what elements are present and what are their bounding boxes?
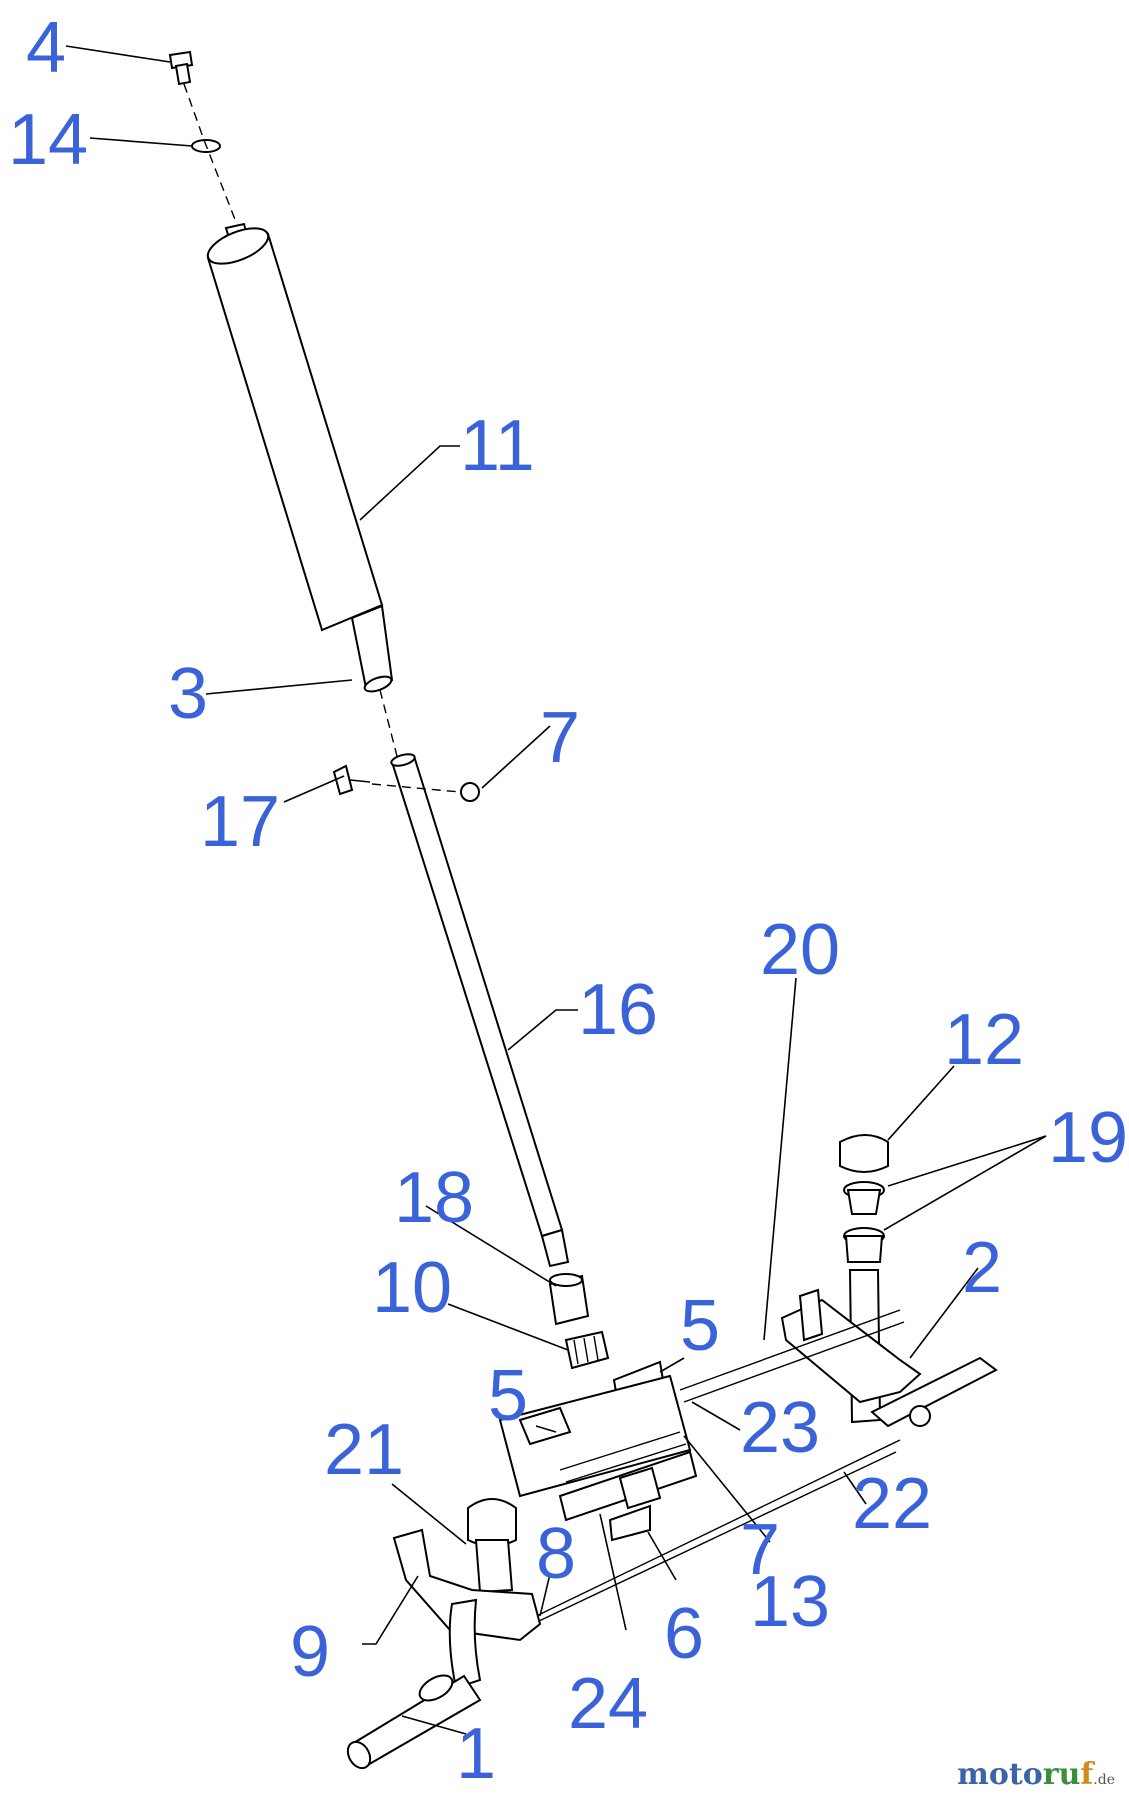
- gear-10-part: [564, 1330, 610, 1370]
- label-24: 24: [568, 1664, 648, 1744]
- left-spindle-part: [392, 1498, 542, 1690]
- label-9: 9: [290, 1612, 330, 1692]
- label-8: 8: [536, 1514, 576, 1594]
- label-6: 6: [664, 1594, 704, 1674]
- bolt-part: [168, 50, 194, 86]
- bolt-17-part: [332, 764, 371, 796]
- label-14: 14: [8, 100, 88, 180]
- label-23: 23: [740, 1388, 820, 1468]
- label-12: 12: [944, 1000, 1024, 1080]
- part-labels: 4 14 11 3 7 17 16 20 12 19 18 10 2 5 5 2…: [8, 8, 1128, 1794]
- steering-shaft-part: [390, 753, 570, 1268]
- leader-lines: [65, 45, 1047, 1735]
- label-3: 3: [168, 654, 208, 734]
- watermark-logo: motoruf.de: [957, 1757, 1115, 1792]
- label-11: 11: [460, 406, 535, 486]
- label-7b: 7: [740, 1510, 780, 1590]
- cap-12-part: [839, 1134, 889, 1173]
- label-21: 21: [324, 1410, 404, 1490]
- frame-part: [519, 1288, 998, 1631]
- nut-7-part: [460, 782, 480, 802]
- steering-grip-part: [206, 222, 394, 693]
- front-axle-part: [346, 1674, 482, 1770]
- bushing-18-part: [548, 1273, 590, 1326]
- label-1: 1: [456, 1714, 496, 1794]
- label-20: 20: [760, 910, 840, 990]
- label-10: 10: [372, 1248, 452, 1328]
- steering-gear-assembly: [498, 1360, 698, 1542]
- label-5b: 5: [488, 1356, 528, 1436]
- label-4: 4: [26, 8, 66, 88]
- label-17: 17: [200, 782, 280, 862]
- label-16: 16: [578, 970, 658, 1050]
- label-22: 22: [852, 1464, 932, 1544]
- watermark-tld: .de: [1093, 1772, 1115, 1788]
- label-2: 2: [962, 1228, 1002, 1308]
- watermark-part-a: moto: [957, 1757, 1043, 1792]
- label-7a: 7: [540, 698, 580, 778]
- label-5a: 5: [680, 1286, 720, 1366]
- label-13: 13: [750, 1562, 830, 1642]
- watermark-part-b: ru: [1042, 1757, 1081, 1792]
- watermark-part-c: f: [1080, 1757, 1094, 1792]
- label-19: 19: [1048, 1098, 1128, 1178]
- label-18: 18: [394, 1158, 474, 1238]
